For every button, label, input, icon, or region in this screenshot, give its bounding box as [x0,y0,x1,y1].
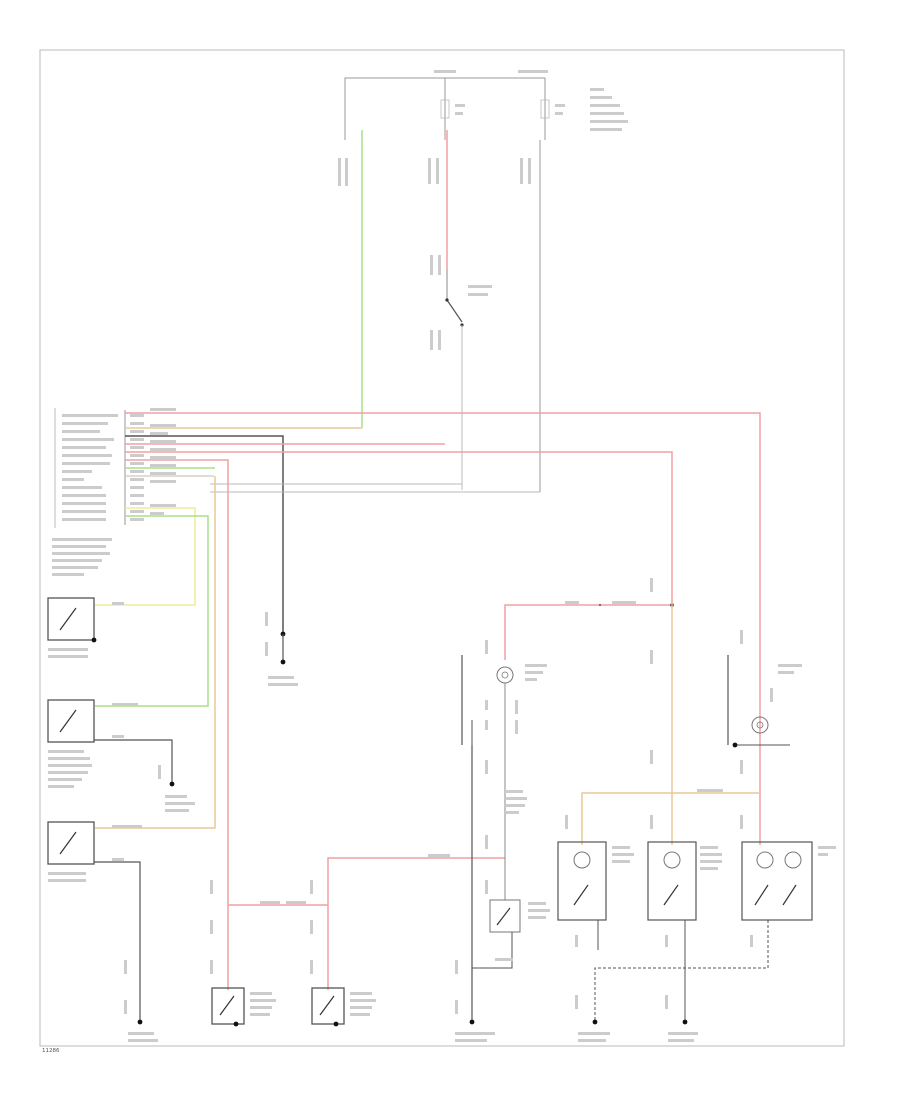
lamp-icon [573,851,591,869]
dome-lamp [741,841,836,921]
ground-icon [280,631,286,665]
switch-icon [59,831,77,855]
lamp-icon [751,716,769,734]
map-lamp-right [647,841,722,921]
harness-wires [95,408,761,990]
ground-icon [682,1019,688,1025]
trunk-switch [472,899,550,969]
door-switch-right [47,597,124,658]
connector-icon [54,408,144,528]
module-label [52,538,112,576]
switch-icon [59,709,77,733]
diagram-frame [39,49,845,1047]
switch-icon [663,884,679,906]
power-supply-section [338,68,628,186]
lamp-icon [496,666,514,684]
fuse-icon [440,99,450,119]
switch-icon [319,995,339,1027]
ground-icon [137,1019,143,1025]
door-switch-left-front [47,821,158,1042]
hood-switch-right [211,987,276,1027]
switch-icon [496,907,511,926]
switch-icon [573,884,589,906]
switch-icon [219,995,239,1027]
ground-icon [732,742,738,748]
switch-icon [59,607,97,643]
wire-orange-cross [581,792,760,845]
wire-red-lamp-feed [504,604,672,660]
luggage-lamp [461,655,547,1020]
fuse-icon [540,99,550,119]
switch-icon [754,884,797,906]
lamp-icon [756,851,802,869]
map-lamp-left [557,841,634,921]
ground-icon [592,1019,598,1025]
switch-icon [445,270,464,490]
ground-icon [169,781,175,787]
wire-red-center [327,857,505,990]
ground-icon [469,1019,475,1025]
hood-switch-left [311,987,376,1027]
footer-code: 11286 [42,1048,60,1054]
courtesy-lamp [727,655,802,748]
lamp-icon [663,851,681,869]
door-switch-left-rear [47,699,195,812]
